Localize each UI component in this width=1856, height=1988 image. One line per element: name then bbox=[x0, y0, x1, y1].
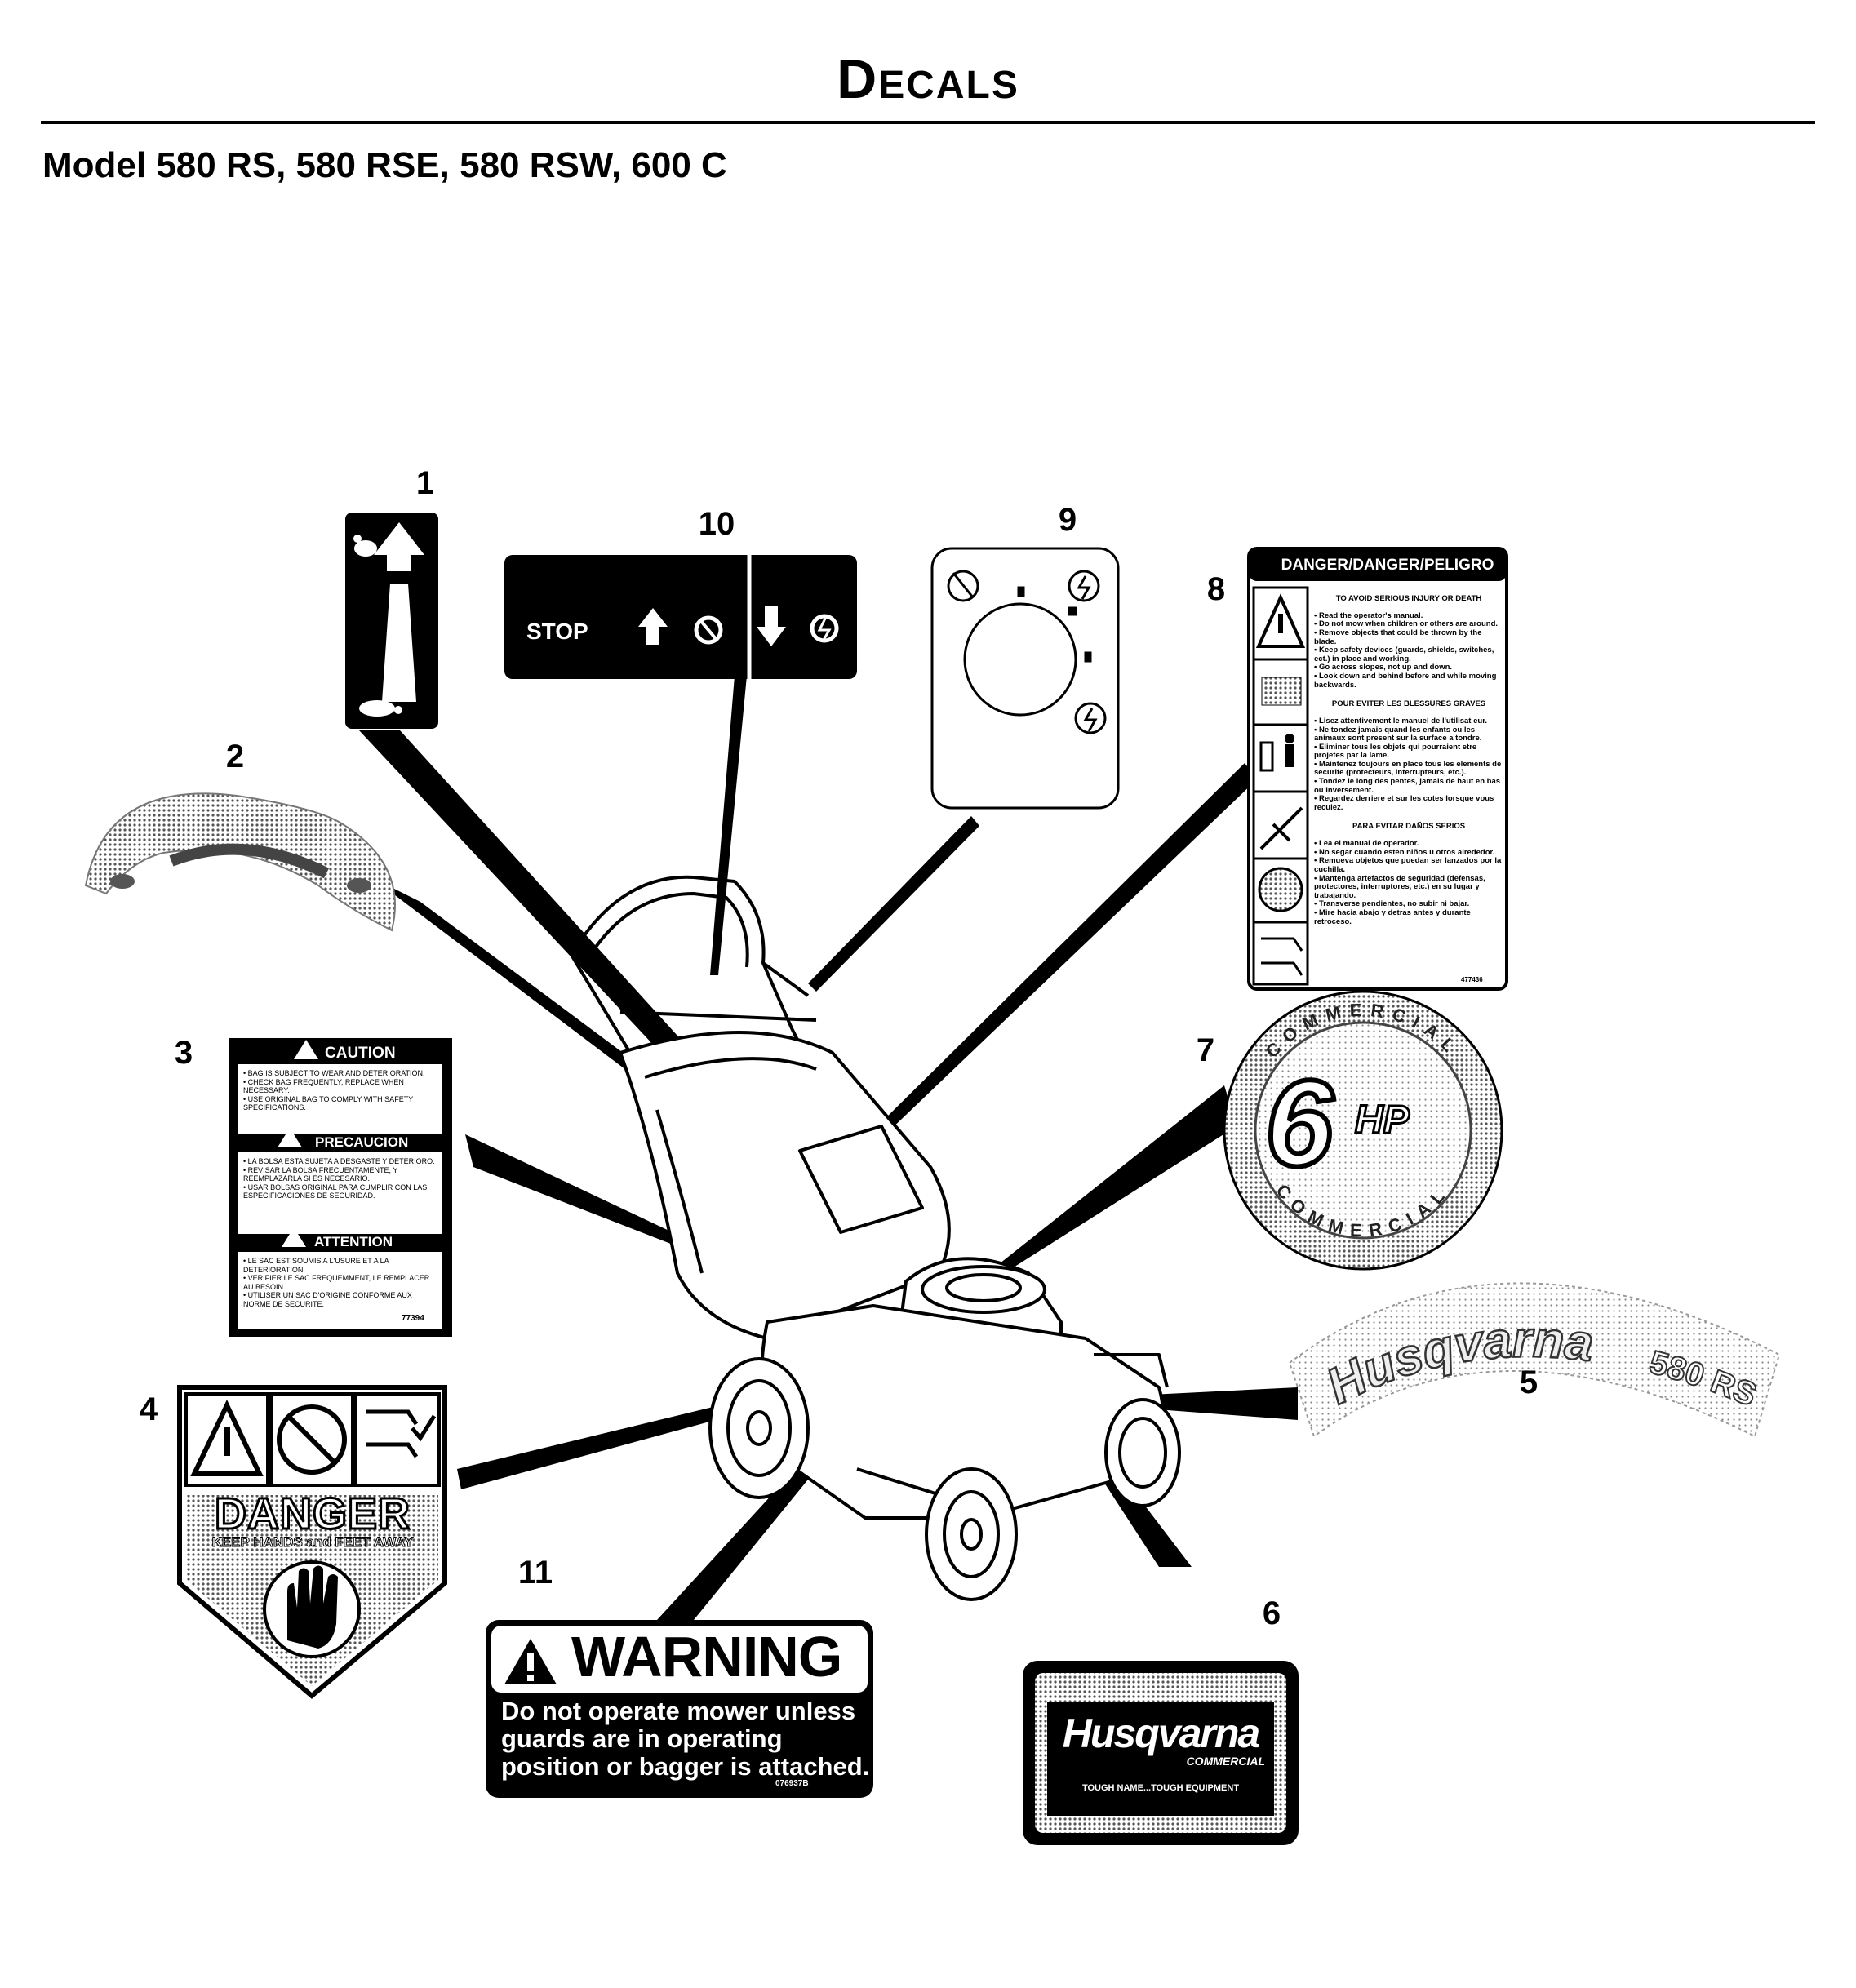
callout-6: 6 bbox=[1262, 1595, 1281, 1631]
decal-3-part-number: 77394 bbox=[402, 1314, 424, 1323]
callout-2: 2 bbox=[225, 739, 245, 774]
decal-4-danger bbox=[177, 1385, 447, 1699]
decal-8-es-title: PARA EVITAR DAÑOS SERIOS bbox=[1352, 822, 1466, 832]
decal-10-stop-control bbox=[504, 555, 857, 679]
decal-6-sub: COMMERCIAL bbox=[1186, 1755, 1265, 1768]
lawn-mower-illustration bbox=[570, 875, 1181, 1601]
decal-7-hp-unit: HP bbox=[1354, 1098, 1411, 1143]
callout-1: 1 bbox=[415, 465, 435, 501]
decal-8-frame bbox=[1247, 547, 1508, 991]
title-divider bbox=[41, 121, 1815, 124]
svg-text:580 RS: 580 RS bbox=[1645, 1344, 1761, 1413]
callout-10: 10 bbox=[698, 506, 735, 542]
decal-8-fr-lines: • Lisez attentivement le manuel de l'uti… bbox=[1314, 716, 1502, 812]
decal-9-choke-dial bbox=[930, 547, 1120, 810]
decal-2-handle-grip bbox=[84, 792, 396, 932]
decal-5-model: 580 RS bbox=[1645, 1343, 1762, 1414]
decal-3-caution-lines: • BAG IS SUBJECT TO WEAR AND DETERIORATI… bbox=[243, 1069, 425, 1112]
decal-8-text: TO AVOID SERIOUS INJURY OR DEATH • Read … bbox=[1314, 586, 1503, 935]
decal-3-precaucion-title: PRECAUCION bbox=[315, 1134, 409, 1150]
decal-7-hp-number: 6 bbox=[1263, 1052, 1335, 1194]
decal-7-hp-badge bbox=[1223, 990, 1503, 1271]
callout-9: 9 bbox=[1058, 502, 1077, 538]
decal-3-attention-lines: • LE SAC EST SOUMIS A L'USURE ET A LA DE… bbox=[243, 1257, 430, 1308]
decal-11-part-number: 076937B bbox=[775, 1779, 809, 1788]
decal-3-precaucion-lines: • LA BOLSA ESTA SUJETA A DESGASTE Y DETE… bbox=[243, 1157, 435, 1200]
decal-10-stop-label: STOP bbox=[526, 619, 588, 644]
callout-4: 4 bbox=[139, 1391, 158, 1427]
callout-8: 8 bbox=[1206, 571, 1226, 607]
decal-6-brand: Husqvarna bbox=[1062, 1711, 1260, 1756]
decal-4-subtext: KEEP HANDS and FEET AWAY bbox=[211, 1534, 414, 1551]
decal-11-line-3: position or bagger is attached. bbox=[501, 1752, 870, 1781]
decal-8-part-number: 477436 bbox=[1461, 976, 1483, 983]
decal-6-tagline: TOUGH NAME...TOUGH EQUIPMENT bbox=[1081, 1783, 1240, 1793]
leader-lines bbox=[359, 676, 1298, 1620]
arrow-down-icon bbox=[757, 606, 786, 646]
decal-11-line-2: guards are in operating bbox=[501, 1724, 783, 1753]
model-subtitle: Model 580 RS, 580 RSE, 580 RSW, 600 C bbox=[42, 145, 727, 185]
decal-11-line-1: Do not operate mower unless bbox=[501, 1697, 856, 1725]
decal-7-ring: COMMERCIAL COMMERCIAL bbox=[1262, 1000, 1457, 1241]
page-title: Decals bbox=[837, 48, 1019, 110]
callout-7: 7 bbox=[1196, 1032, 1215, 1068]
decal-8-es-lines: • Lea el manual de operador. • No segar … bbox=[1314, 839, 1502, 926]
decal-6-frame bbox=[1023, 1661, 1299, 1845]
decal-11-frame bbox=[486, 1620, 873, 1798]
turtle-icon bbox=[359, 700, 402, 717]
decal-8-header: DANGER/DANGER/PELIGRO bbox=[1281, 557, 1494, 574]
decal-11-body: Do not operate mower unless guards are i… bbox=[501, 1697, 869, 1781]
arrow-up-icon bbox=[638, 608, 668, 645]
hand-icon bbox=[287, 1565, 338, 1649]
svg-text:Husqvarna: Husqvarna bbox=[1318, 1311, 1596, 1415]
decal-3-attention-title: ATTENTION bbox=[314, 1234, 393, 1249]
decal-3-caution-title: CAUTION bbox=[325, 1045, 396, 1062]
decal-11-warning-word: WARNING bbox=[571, 1625, 842, 1688]
callout-3: 3 bbox=[174, 1035, 193, 1071]
callout-11: 11 bbox=[517, 1555, 553, 1591]
decal-5-brand: Husqvarna bbox=[1317, 1311, 1597, 1417]
choke-off-icon bbox=[694, 615, 723, 645]
decal-8-en-title: TO AVOID SERIOUS INJURY OR DEATH bbox=[1335, 593, 1482, 603]
rabbit-icon bbox=[353, 535, 377, 557]
decal-8-en-lines: • Read the operator's manual. • Do not m… bbox=[1314, 610, 1499, 690]
decal-5-husqvarna-arc bbox=[1288, 1282, 1781, 1438]
decal-8-fr-title: POUR EVITER LES BLESSURES GRAVES bbox=[1331, 699, 1486, 708]
decal-4-danger-word: DANGER bbox=[213, 1489, 411, 1540]
callout-5: 5 bbox=[1519, 1365, 1539, 1400]
decal-1-throttle bbox=[345, 513, 438, 729]
decal-3-frame bbox=[229, 1038, 452, 1337]
